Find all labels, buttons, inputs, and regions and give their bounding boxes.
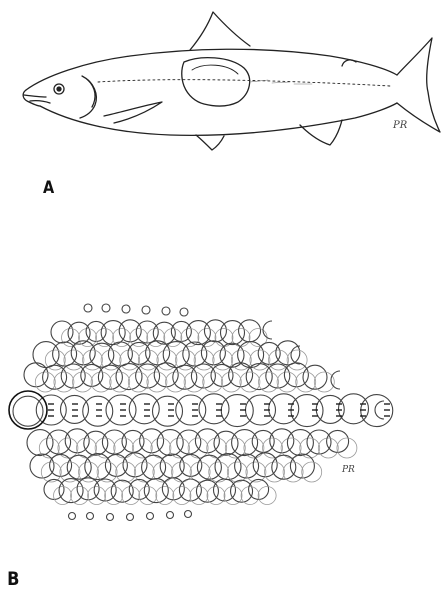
scale	[327, 430, 349, 452]
jaw-line	[30, 101, 50, 103]
scale	[269, 394, 299, 424]
scale	[140, 429, 164, 453]
scale	[291, 395, 323, 427]
panel-label-b: B	[7, 568, 19, 590]
caudal-fin	[397, 38, 440, 132]
scale	[259, 372, 279, 392]
scale	[105, 454, 127, 476]
small-scale	[102, 304, 110, 312]
scale	[227, 462, 247, 482]
scale	[54, 372, 74, 392]
small-scale	[162, 307, 170, 315]
scale	[270, 429, 294, 453]
scale	[207, 487, 225, 505]
small-scale	[122, 305, 130, 313]
scale-edge-arc	[263, 321, 272, 339]
scale	[83, 396, 113, 426]
scale	[249, 479, 269, 499]
small-scale	[185, 511, 192, 518]
small-scale	[84, 304, 92, 312]
scale	[199, 394, 229, 424]
scale	[184, 372, 204, 392]
small-scale	[69, 513, 76, 520]
scale	[258, 342, 280, 364]
scale	[204, 320, 226, 342]
scale	[229, 363, 253, 387]
panel-label-a: A	[43, 178, 54, 198]
scale-edge-arc	[331, 371, 340, 389]
dorsal-fin	[190, 12, 250, 50]
scale	[239, 320, 261, 342]
scale-pattern	[9, 304, 393, 521]
scale	[122, 430, 144, 452]
operculum	[80, 76, 96, 118]
small-scale	[107, 514, 114, 521]
scale	[128, 342, 150, 364]
small-scale	[147, 513, 154, 520]
pectoral-fin	[104, 102, 162, 123]
fish-illustration	[23, 12, 440, 150]
scale	[339, 394, 369, 424]
pelvic-fin	[196, 135, 224, 150]
fish-pupil	[57, 87, 61, 91]
artist-initials-b: PR	[341, 465, 355, 475]
small-scale	[127, 514, 134, 521]
scale	[252, 430, 274, 452]
scale	[300, 438, 320, 458]
small-scale	[180, 308, 188, 316]
scale-sample-area-inner	[192, 65, 238, 74]
scale	[276, 341, 300, 365]
scale	[146, 341, 170, 365]
scale-edge-arc	[375, 401, 384, 419]
mouth-line	[24, 95, 46, 97]
fish-snout	[23, 90, 40, 106]
scale	[283, 462, 303, 482]
scale	[221, 395, 253, 427]
scale	[128, 372, 148, 392]
scale	[302, 462, 322, 482]
small-scale	[142, 306, 150, 314]
small-scale	[87, 513, 94, 520]
scale	[246, 395, 276, 425]
scale	[13, 396, 43, 426]
artist-initials-a: PR	[392, 120, 408, 131]
operculum-inner	[88, 80, 95, 107]
lateral-line	[98, 80, 390, 86]
scale	[176, 395, 206, 425]
fish-back	[26, 49, 397, 90]
scale	[153, 396, 183, 426]
scale	[211, 364, 233, 386]
small-scale	[167, 512, 174, 519]
